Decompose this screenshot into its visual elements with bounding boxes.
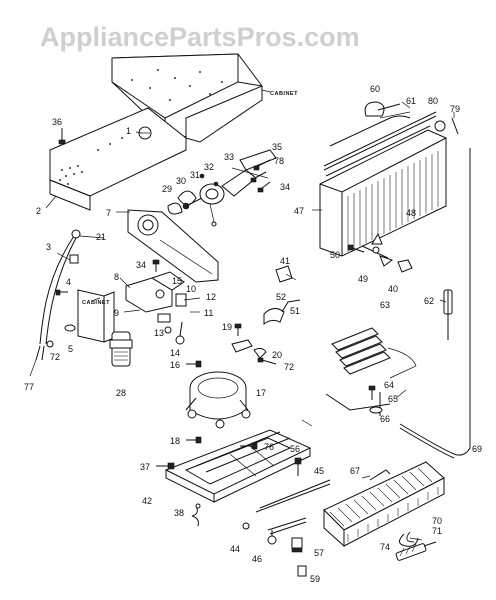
callout-70: 70	[432, 516, 442, 526]
callout-37: 37	[140, 462, 150, 472]
callout-7: 7	[106, 208, 111, 218]
callout-13: 13	[154, 328, 164, 338]
callout-17: 17	[256, 388, 266, 398]
callout-66: 66	[380, 414, 390, 424]
callout-5: 5	[68, 344, 73, 354]
watermark-text: AppliancePartsPros.com	[40, 22, 360, 52]
callout-34: 34	[280, 182, 290, 192]
callout-64: 64	[384, 380, 394, 390]
callout-45: 45	[314, 466, 324, 476]
callout-50: 50	[330, 250, 340, 260]
callout-31: 31	[190, 170, 200, 180]
callout-29: 29	[162, 184, 172, 194]
screw-4	[55, 289, 68, 296]
clamp-20	[231, 339, 277, 365]
callout-76: 76	[264, 442, 274, 452]
fan-bracket	[127, 209, 219, 283]
callout-41: 41	[280, 256, 290, 266]
condenser	[323, 461, 445, 548]
drier-parts	[395, 531, 437, 561]
callout-1: 1	[126, 126, 131, 136]
callout-60: 60	[370, 84, 380, 94]
callout-40: 40	[388, 284, 398, 294]
tube-clip-62	[443, 289, 453, 340]
callout-44: 44	[230, 544, 240, 554]
base-screws	[156, 442, 302, 545]
callout-12: 12	[206, 292, 216, 302]
cabinet-tag-top: CABINET	[270, 91, 298, 97]
callout-28: 28	[116, 388, 126, 398]
callout-51: 51	[290, 306, 300, 316]
callout-63: 63	[380, 300, 390, 310]
power-cord	[29, 229, 81, 377]
callout-15: 15	[172, 276, 182, 286]
callout-10: 10	[186, 284, 196, 294]
callout-21: 21	[96, 232, 106, 242]
callout-16: 16	[170, 360, 180, 370]
callout-33: 33	[224, 152, 234, 162]
callout-78: 78	[274, 156, 284, 166]
base-frame	[164, 429, 331, 535]
callout-14: 14	[170, 348, 180, 358]
relay-overload-group	[125, 271, 201, 345]
evaporator	[319, 111, 459, 257]
callout-labels: 36 1 2 3 21 4 5 72 77 28 7 29 30 31 32 3…	[24, 84, 482, 584]
callout-9: 9	[114, 308, 119, 318]
leveling-feet	[291, 537, 307, 577]
callout-48: 48	[406, 208, 416, 218]
callout-35: 35	[272, 142, 282, 152]
relay-bracket: CABINET	[46, 289, 133, 367]
evap-fan	[347, 232, 413, 273]
callout-72b: 72	[284, 362, 294, 372]
screw-36	[58, 128, 66, 145]
compressor	[185, 371, 251, 429]
cabinet-tag-bracket: CABINET	[82, 300, 110, 306]
callout-56: 56	[290, 444, 300, 454]
callout-20: 20	[272, 350, 282, 360]
callout-18: 18	[170, 436, 180, 446]
callout-62: 62	[424, 296, 434, 306]
callout-34-lower: 34	[136, 260, 146, 270]
callout-57: 57	[314, 548, 324, 558]
screws-16-18-19	[186, 323, 242, 444]
callout-67: 67	[350, 466, 360, 476]
fan-motor-assembly	[167, 149, 277, 227]
callout-47: 47	[294, 206, 304, 216]
screws-64-65	[368, 385, 383, 414]
callout-72: 72	[50, 352, 60, 362]
callout-2: 2	[36, 206, 41, 216]
callout-42: 42	[142, 496, 152, 506]
callout-69: 69	[472, 444, 482, 454]
callout-74: 74	[380, 542, 390, 552]
callout-32: 32	[204, 162, 214, 172]
callout-52: 52	[276, 292, 286, 302]
cover-panel	[49, 107, 187, 211]
callout-46: 46	[252, 554, 262, 564]
callout-61: 61	[406, 96, 416, 106]
callout-79: 79	[450, 104, 460, 114]
leader-lines	[45, 101, 455, 541]
callout-71: 71	[432, 526, 442, 536]
screw-34-lower	[152, 259, 160, 272]
drain-heater	[331, 327, 417, 379]
callout-77: 77	[24, 382, 34, 392]
callout-8: 8	[114, 272, 119, 282]
callout-65: 65	[388, 394, 398, 404]
callout-30: 30	[176, 176, 186, 186]
callout-11: 11	[204, 308, 213, 318]
screws-78-35-34	[250, 159, 271, 193]
cabinet-base-panel: CABINET	[111, 53, 298, 143]
callout-19: 19	[222, 322, 232, 332]
callout-80: 80	[428, 96, 438, 106]
callout-59: 59	[310, 574, 320, 584]
callout-4: 4	[66, 277, 71, 287]
callout-38: 38	[174, 508, 184, 518]
callout-49: 49	[358, 274, 368, 284]
callout-36: 36	[52, 117, 62, 127]
callout-3: 3	[46, 242, 51, 252]
brackets-41-51-52	[263, 265, 301, 325]
defrost-terminator	[364, 101, 411, 119]
